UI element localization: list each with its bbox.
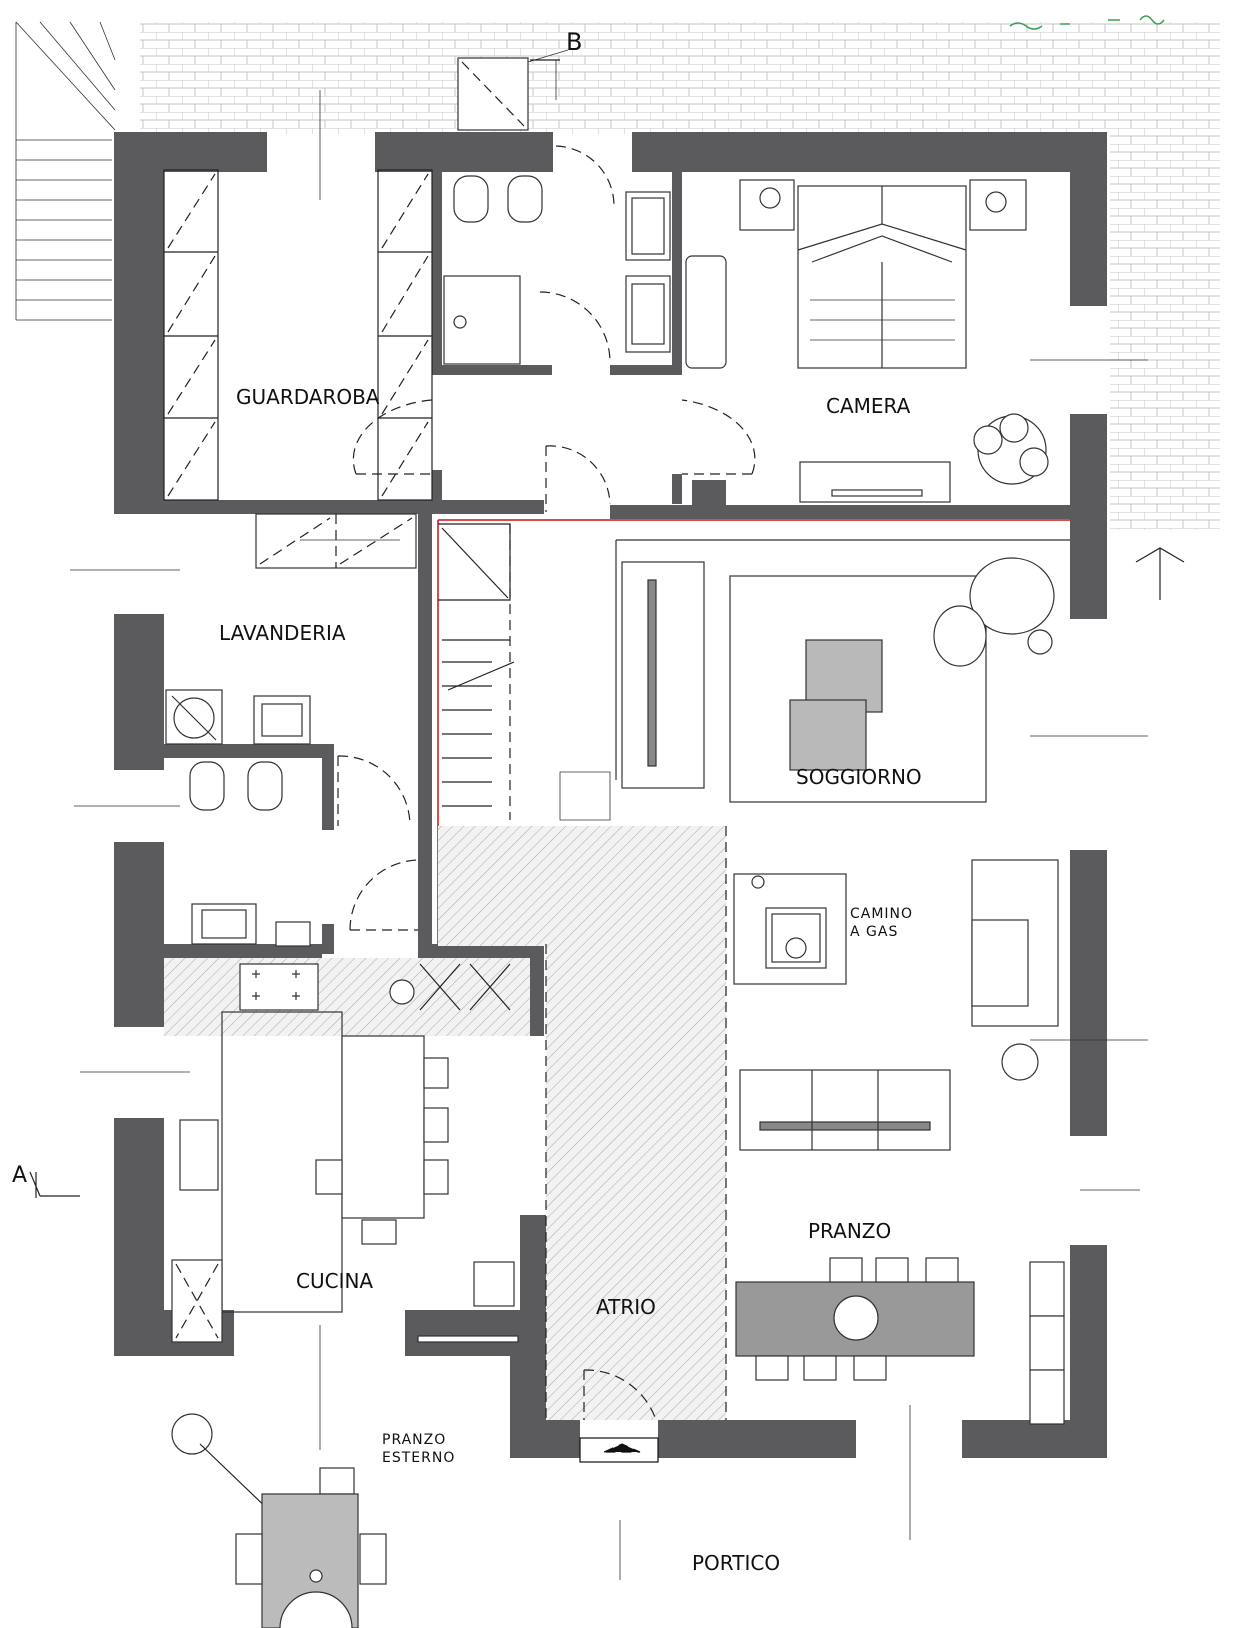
atrio-door [579, 1369, 659, 1463]
kitchen [171, 963, 519, 1343]
label-atrio: ATRIO [596, 1295, 656, 1319]
laundry [165, 513, 417, 745]
bathroom-lower [189, 755, 419, 947]
label-pranzo: PRANZO [808, 1219, 891, 1243]
exterior-stair [15, 21, 116, 321]
label-camera: CAMERA [826, 394, 911, 418]
living-furniture [615, 539, 1070, 1151]
label-pranzo-esterno-2: ESTERNO [382, 1450, 455, 1466]
label-camino-1: CAMINO [850, 906, 913, 922]
label-guardaroba: GUARDAROBA [236, 385, 380, 409]
doors-top [352, 145, 756, 512]
interior-stair [438, 523, 611, 821]
section-marker-a: A [12, 1163, 27, 1188]
wardrobe-right [377, 169, 433, 501]
label-camino-2: A GAS [850, 924, 898, 940]
gas-fireplace [733, 873, 847, 985]
label-pranzo-esterno-1: PRANZO [382, 1432, 446, 1448]
walls [114, 132, 1107, 1458]
label-cucina: CUCINA [296, 1269, 373, 1293]
label-portico: PORTICO [692, 1551, 780, 1575]
bed [685, 179, 1049, 503]
outdoor-dining [171, 1413, 387, 1628]
section-markers [29, 59, 1185, 1198]
exterior-shower [457, 49, 569, 131]
wardrobe-left [163, 169, 219, 501]
green-annotation [1009, 15, 1165, 30]
label-soggiorno: SOGGIORNO [796, 765, 922, 789]
dining-table [735, 1257, 1065, 1425]
section-marker-b: B [566, 28, 582, 56]
label-lavanderia: LAVANDERIA [219, 621, 346, 645]
hatched-floor [164, 826, 727, 1420]
bathroom-top [443, 175, 671, 365]
grid-lines [70, 90, 1148, 1580]
